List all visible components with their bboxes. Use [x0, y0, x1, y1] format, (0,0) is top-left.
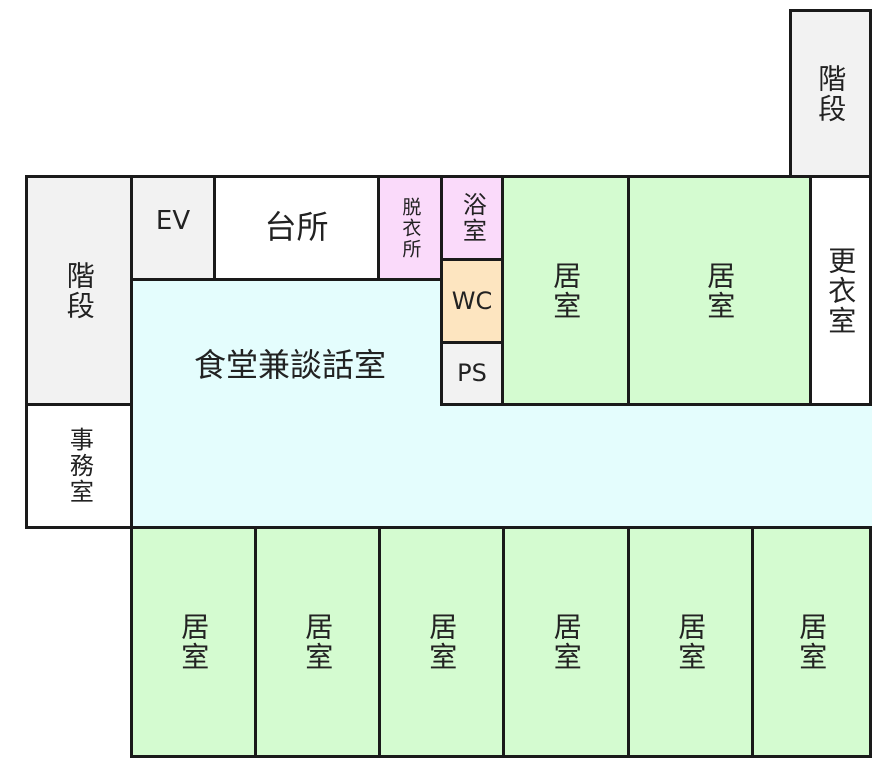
pipe-space-label: PS [457, 359, 487, 388]
elevator-label: EV [155, 206, 191, 236]
resident-room-lower-2: 居室 [254, 526, 381, 758]
resident-room-lower-4: 居室 [502, 526, 630, 758]
dressing-room: 脱衣所 [377, 175, 443, 281]
resident-room-label: 居室 [301, 612, 335, 672]
office: 事務室 [25, 403, 133, 529]
resident-room-label: 居室 [425, 612, 459, 672]
office-label: 事務室 [65, 427, 94, 505]
bathroom-label: 浴室 [458, 192, 487, 244]
resident-room-lower-1: 居室 [130, 526, 257, 758]
dining-lounge-label: 食堂兼談話室 [193, 346, 386, 384]
resident-room-label: 居室 [674, 612, 708, 672]
stairs-top-right: 階段 [789, 9, 872, 178]
resident-room-label: 居室 [549, 612, 583, 672]
resident-room-upper-2: 居室 [627, 175, 812, 406]
stairs-left: 階段 [25, 175, 133, 406]
elevator: EV [130, 175, 216, 281]
pipe-space: PS [440, 341, 504, 406]
kitchen: 台所 [213, 175, 380, 281]
dressing-room-label: 脱衣所 [399, 196, 422, 260]
resident-room-lower-5: 居室 [627, 526, 754, 758]
kitchen-label: 台所 [264, 208, 329, 246]
bathroom: 浴室 [440, 175, 504, 261]
changing-room: 更衣室 [809, 175, 872, 406]
changing-room-label: 更衣室 [824, 245, 858, 336]
toilet-label: WC [451, 286, 493, 315]
resident-room-label: 居室 [549, 260, 583, 321]
resident-room-label: 居室 [177, 612, 211, 672]
resident-room-label: 居室 [703, 260, 737, 321]
stairs-left-label: 階段 [62, 260, 96, 321]
resident-room-label: 居室 [795, 612, 829, 672]
resident-room-upper-1: 居室 [501, 175, 630, 406]
resident-room-lower-6: 居室 [751, 526, 872, 758]
stairs-top-right-label: 階段 [814, 63, 848, 124]
toilet: WC [440, 258, 504, 344]
resident-room-lower-3: 居室 [378, 526, 505, 758]
